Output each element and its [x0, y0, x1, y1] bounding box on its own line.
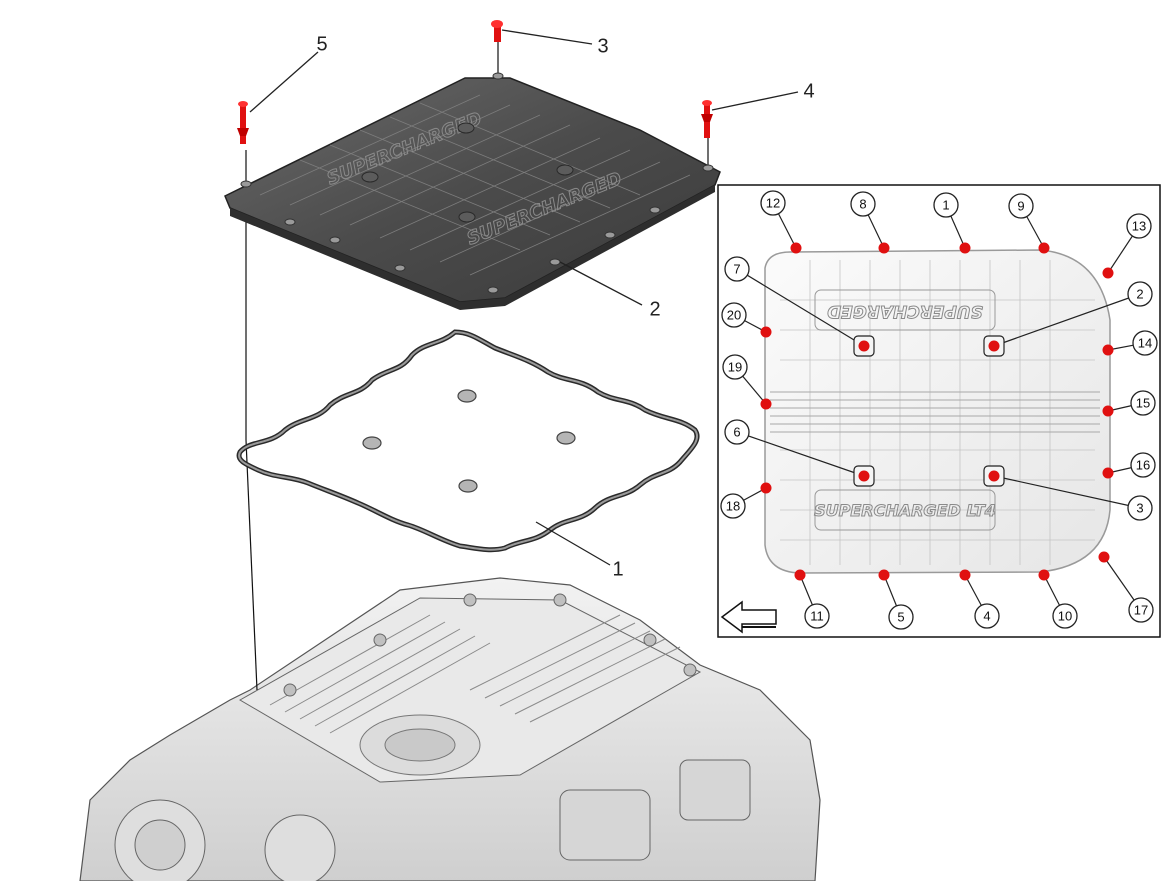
callout-cover: 2: [649, 298, 660, 320]
sequence-badge-8: [850, 191, 876, 217]
fastener-point-18: [760, 482, 772, 494]
tightening-sequence-inset: SUPERCHARGED SUPERCHARGED LT4: [717, 184, 1161, 638]
sequence-number-9: 9: [1017, 198, 1024, 213]
fastener-point-15: [1102, 405, 1114, 417]
leader-3: [993, 475, 1141, 509]
bolt-right-icon: [701, 100, 713, 138]
fastener-point-14: [1102, 344, 1114, 356]
fastener-point-12: [790, 242, 802, 254]
fastener-point-6: [858, 470, 870, 482]
engine-assembly: [79, 577, 821, 881]
sequence-badge-17: [1128, 597, 1154, 623]
exploded-callouts: 2 1 3 4 5: [316, 33, 814, 580]
fastener-point-8: [878, 242, 890, 254]
inset-ribs: [770, 391, 1100, 433]
sequence-badge-14: [1132, 330, 1158, 356]
sequence-number-2: 2: [1136, 286, 1143, 301]
sequence-badge-11: [804, 603, 830, 629]
sequence-badge-3: [1127, 495, 1153, 521]
leader-7: [736, 268, 865, 347]
sequence-badge-19: [722, 354, 748, 380]
sequence-number-10: 10: [1058, 608, 1072, 623]
front-arrow-icon: [720, 600, 777, 634]
sequence-number-18: 18: [726, 498, 740, 513]
sequence-badge-6: [724, 419, 750, 445]
fastener-point-9: [1038, 242, 1050, 254]
sequence-badge-16: [1130, 452, 1156, 478]
sequence-badge-12: [760, 190, 786, 216]
sequence-badge-20: [721, 302, 747, 328]
sequence-badge-9: [1008, 193, 1034, 219]
sequence-badge-2: [1127, 281, 1153, 307]
sequence-number-13: 13: [1132, 218, 1146, 233]
callout-leaders: [249, 29, 799, 566]
sequence-number-15: 15: [1136, 395, 1150, 410]
sequence-number-5: 5: [897, 609, 904, 624]
sequence-badge-13: [1126, 213, 1152, 239]
gasket: [236, 329, 700, 553]
fastener-point-4: [959, 569, 971, 581]
inset-emboss-bottom: [814, 489, 996, 531]
fastener-point-17: [1098, 551, 1110, 563]
fastener-point-2: [988, 340, 1000, 352]
sequence-badge-15: [1130, 390, 1156, 416]
sequence-badge-5: [888, 604, 914, 630]
sequence-number-16: 16: [1136, 457, 1150, 472]
leader-6: [736, 431, 865, 477]
callout-bolt_center: 3: [597, 35, 608, 57]
sequence-badge-10: [1052, 603, 1078, 629]
sequence-number-11: 11: [810, 608, 824, 623]
sequence-number-19: 19: [728, 359, 742, 374]
inset-cover-outline: [764, 249, 1111, 574]
fastener-point-10: [1038, 569, 1050, 581]
sequence-number-20: 20: [727, 307, 741, 322]
fastener-point-1: [959, 242, 971, 254]
sequence-number-14: 14: [1138, 335, 1152, 350]
sequence-badge-4: [974, 603, 1000, 629]
inset-emboss-bottom-text: SUPERCHARGED LT4: [814, 501, 996, 520]
gasket-grommets: [362, 389, 576, 493]
fastener-point-20: [760, 326, 772, 338]
sequence-number-17: 17: [1134, 602, 1148, 617]
inset-emboss-top-text: SUPERCHARGED: [827, 301, 983, 321]
sequence-badge-7: [724, 256, 750, 282]
fastener-point-19: [760, 398, 772, 410]
sequence-number-1: 1: [942, 197, 949, 212]
fastener-point-7: [858, 340, 870, 352]
leader-2: [993, 293, 1141, 347]
callout-bolt_right: 4: [803, 80, 814, 102]
inset-emboss-top: [814, 289, 996, 331]
supercharger-cover: SUPERCHARGED SUPERCHARGED: [224, 72, 721, 310]
callout-gasket: 1: [612, 558, 623, 580]
sequence-number-4: 4: [983, 608, 990, 623]
fastener-point-5: [878, 569, 890, 581]
fastener-point-3: [988, 470, 1000, 482]
sequence-badge-18: [720, 493, 746, 519]
fastener-point-11: [794, 569, 806, 581]
sequence-number-7: 7: [733, 261, 740, 276]
sequence-number-12: 12: [766, 195, 780, 210]
callout-bolt_left: 5: [316, 33, 327, 55]
sequence-number-3: 3: [1136, 500, 1143, 515]
bolt-center-icon: [491, 20, 503, 42]
fastener-point-16: [1102, 467, 1114, 479]
sequence-badge-1: [933, 192, 959, 218]
sequence-number-6: 6: [733, 424, 740, 439]
sequence-number-8: 8: [859, 196, 866, 211]
fastener-point-13: [1102, 267, 1114, 279]
bolt-left-icon: [237, 101, 249, 144]
